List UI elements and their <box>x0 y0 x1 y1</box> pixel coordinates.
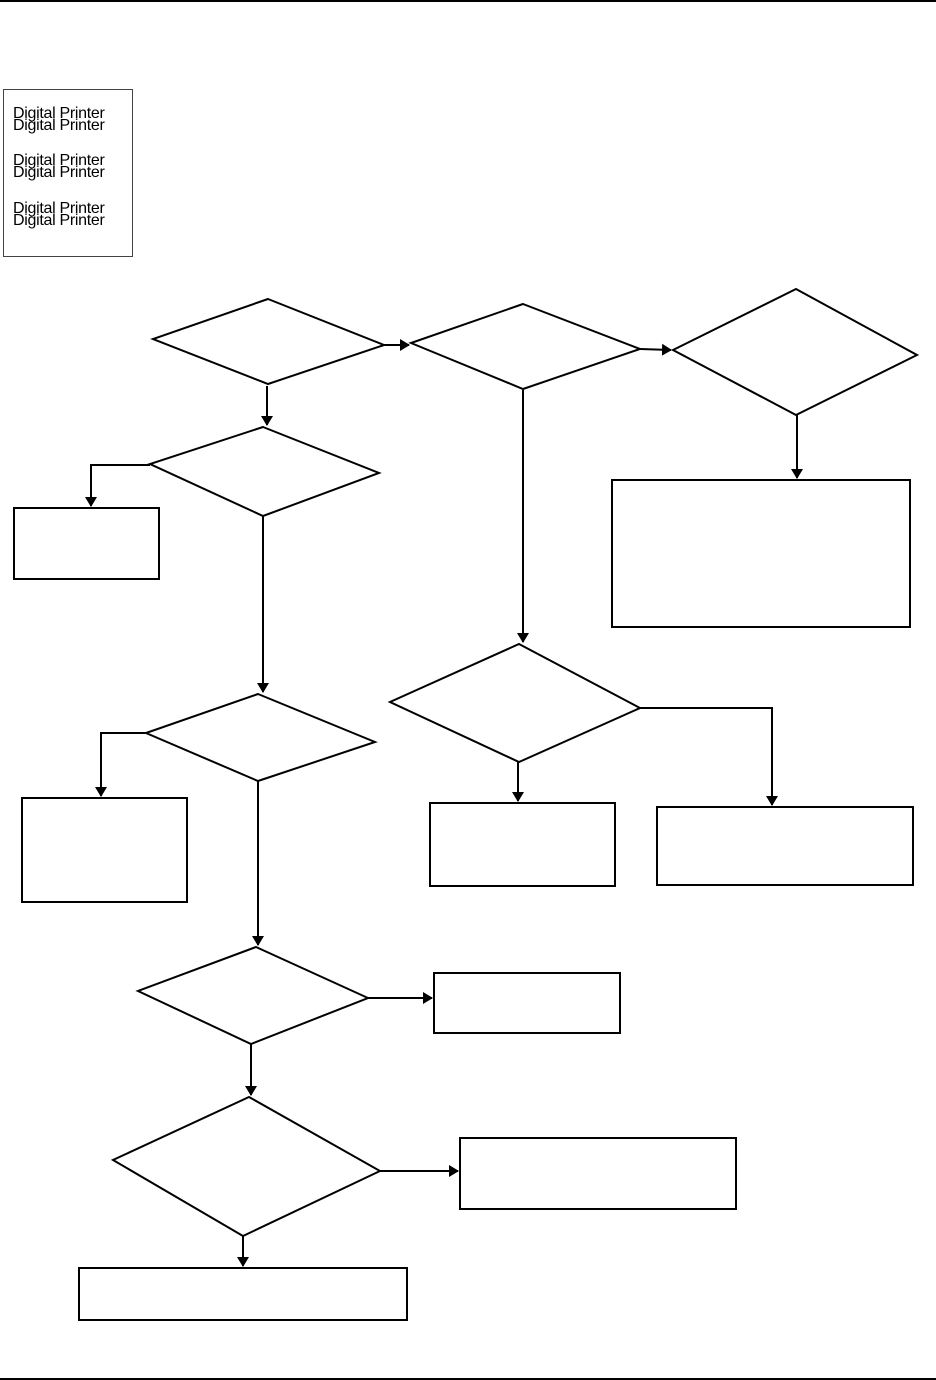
print-sample-line: Digital Printer <box>13 117 105 134</box>
action-box-b8 <box>78 1267 408 1321</box>
print-sample-line: Digital Printer <box>13 152 105 169</box>
connector-arrow <box>639 343 672 356</box>
decision-d2 <box>408 302 643 391</box>
action-box-b6 <box>433 972 621 1034</box>
print-sample-pair-2: Digital Printer Digital Printer <box>13 152 105 181</box>
decision-d3 <box>670 287 920 417</box>
action-box-b4 <box>429 802 616 887</box>
print-sample-pair-3: Digital Printer Digital Printer <box>13 200 105 229</box>
action-box-b1 <box>13 507 160 580</box>
print-sample-line: Digital Printer <box>13 212 105 229</box>
connector-arrow <box>640 707 778 806</box>
print-sample-line: Digital Printer <box>13 105 105 122</box>
decision-d1 <box>150 297 387 386</box>
decision-d7 <box>135 945 371 1046</box>
decision-d8 <box>110 1095 383 1238</box>
print-sample-box: Digital Printer Digital Printer Digital … <box>3 89 133 257</box>
action-box-b3 <box>21 797 188 903</box>
connector-arrow <box>95 732 146 797</box>
action-box-b5 <box>656 806 914 886</box>
print-sample-line: Digital Printer <box>13 200 105 217</box>
decision-d4 <box>147 425 382 518</box>
connector-arrow <box>85 464 150 507</box>
decision-d6 <box>143 692 378 783</box>
action-box-b7 <box>459 1137 737 1210</box>
footer-rule <box>0 1378 936 1380</box>
decision-d5 <box>387 642 643 764</box>
action-box-b2 <box>611 479 911 628</box>
print-sample-line: Digital Printer <box>13 164 105 181</box>
header-rule <box>0 0 936 2</box>
print-sample-pair-1: Digital Printer Digital Printer <box>13 105 105 134</box>
